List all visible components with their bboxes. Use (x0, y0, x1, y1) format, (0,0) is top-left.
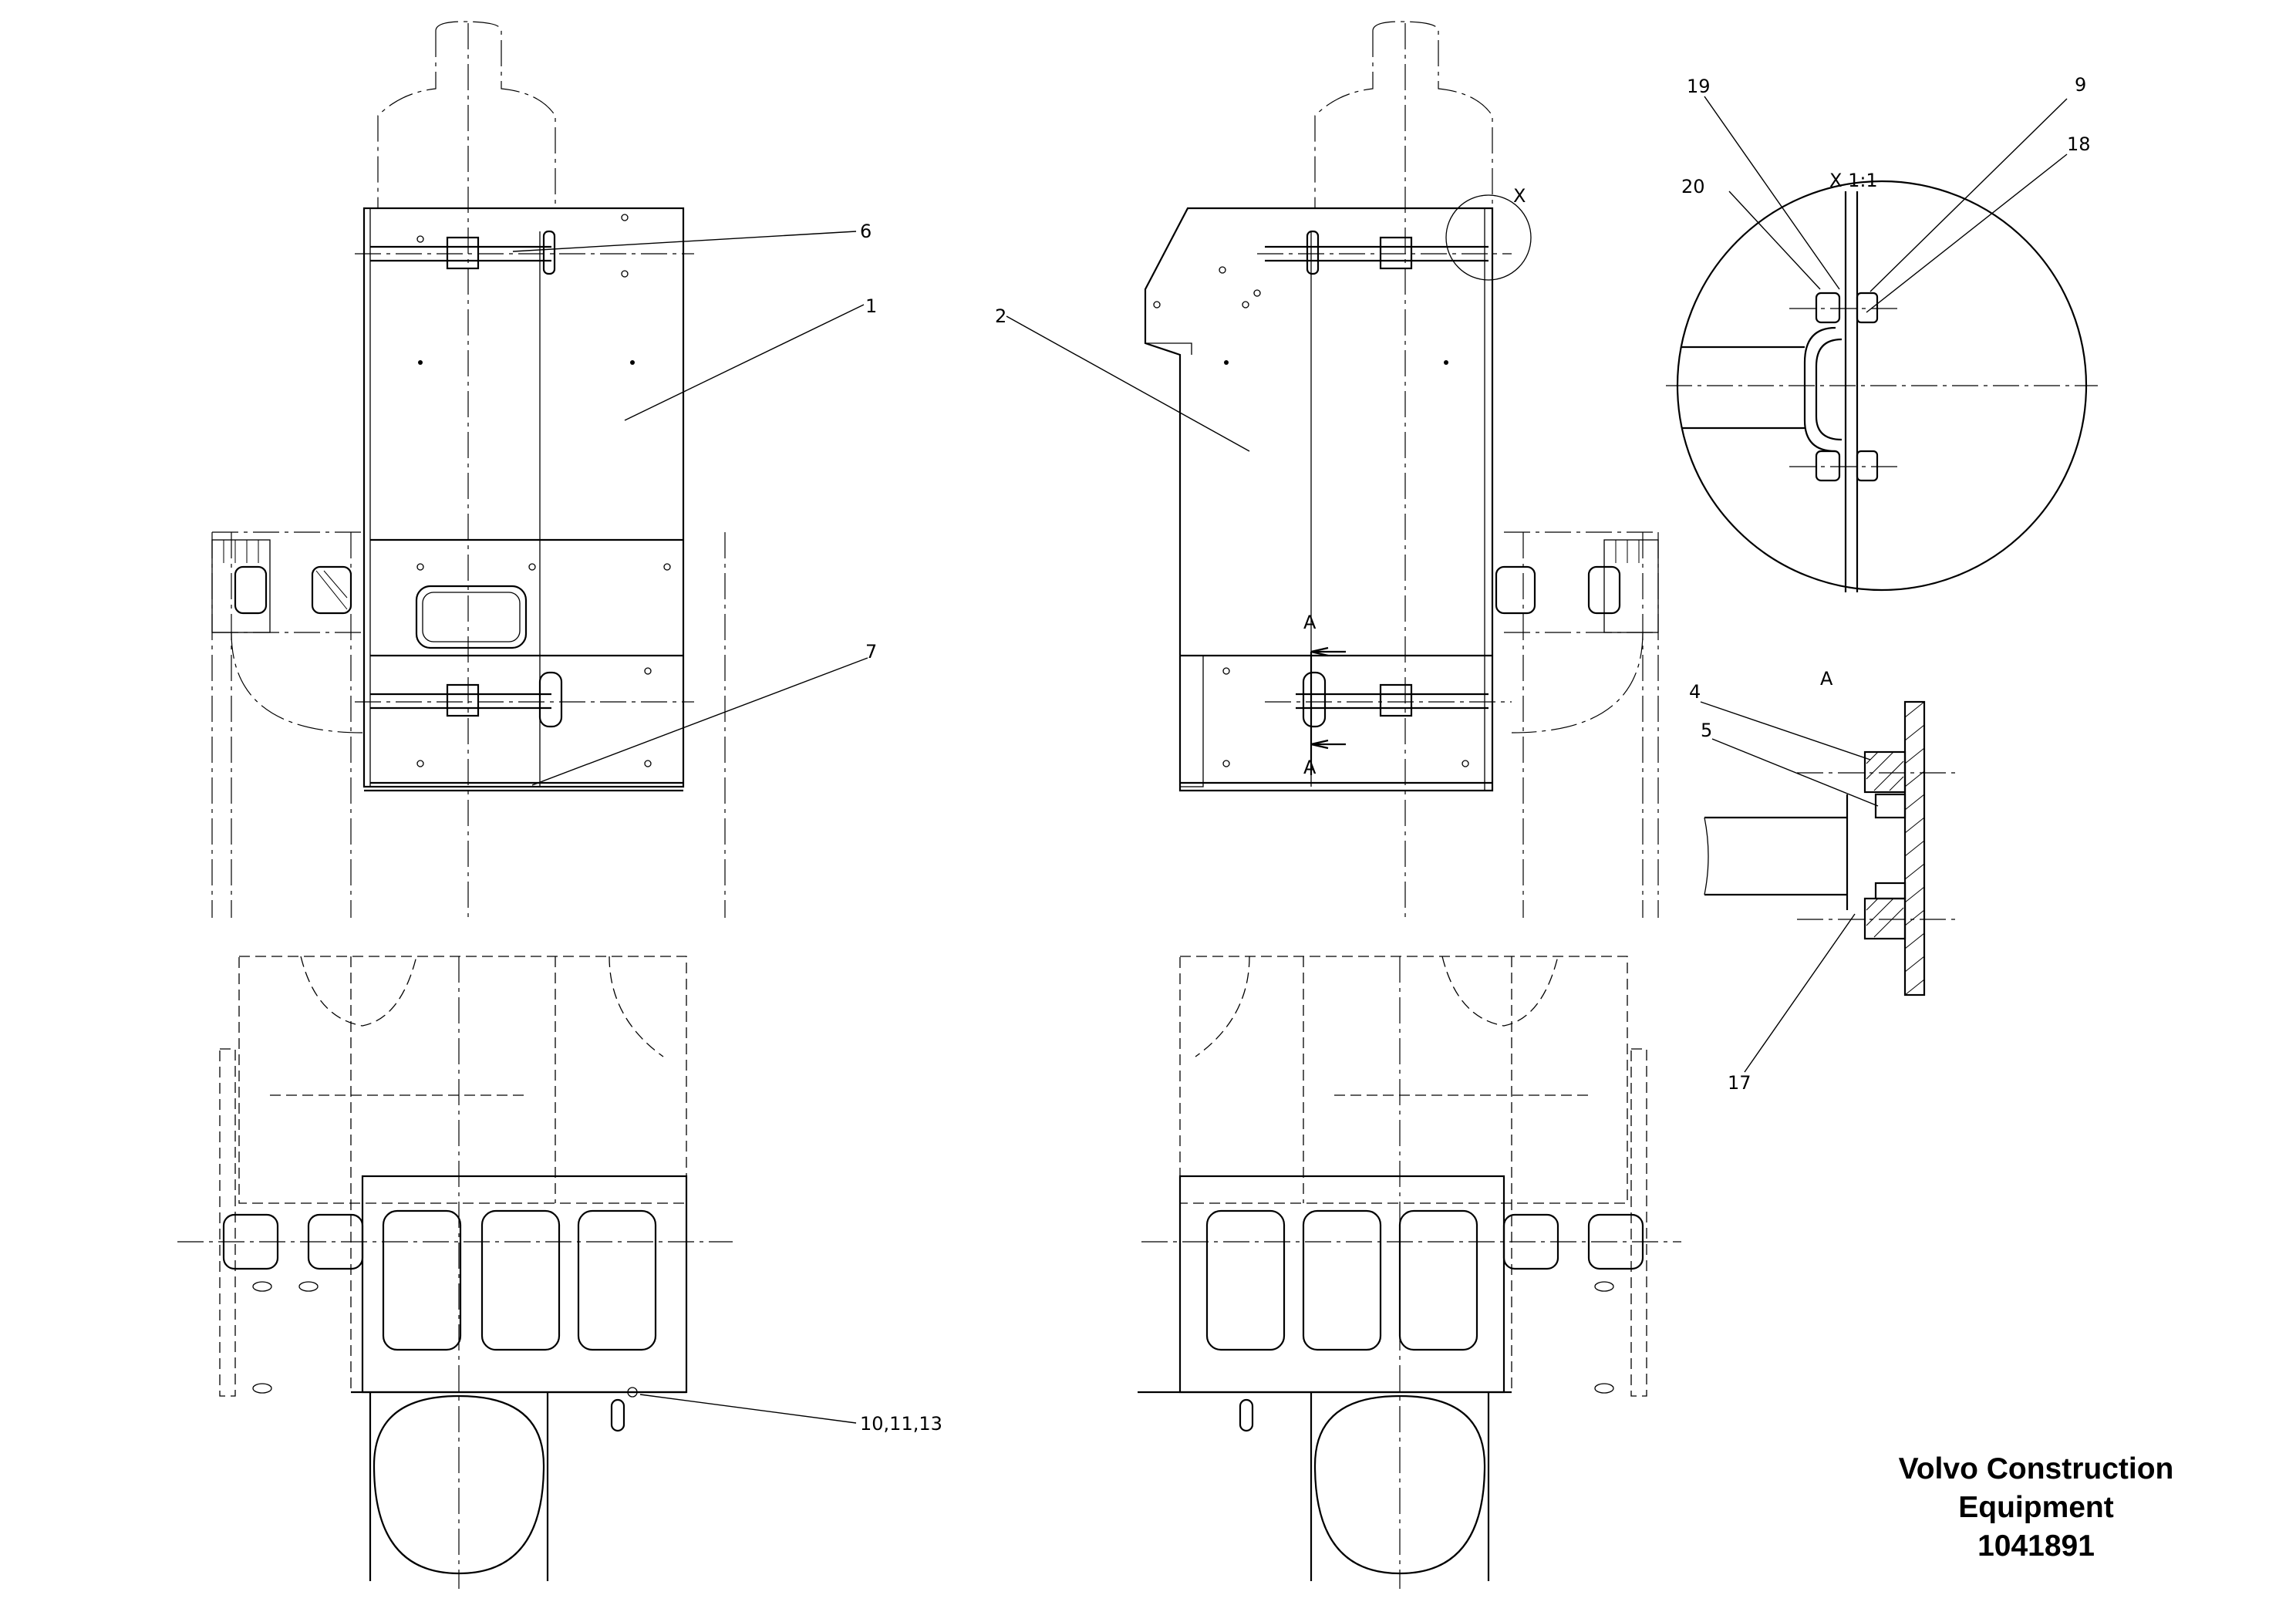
view-top-right (1138, 956, 1681, 1589)
detail-x-scale-label: X 1:1 (1829, 170, 1878, 191)
section-arrow-label-top: A (1303, 612, 1317, 633)
callout-5: 5 (1701, 720, 1712, 741)
callout-9: 9 (2075, 74, 2086, 96)
section-arrow-label-bottom: A (1303, 757, 1317, 778)
drawing-number: 1041891 (1977, 1529, 2095, 1563)
callout-20: 20 (1681, 176, 1705, 197)
company-name-line2: Equipment (1958, 1491, 2114, 1524)
callout-2: 2 (995, 305, 1006, 327)
detail-labels: X X 1:1 A A A (1303, 170, 1878, 778)
title-block: Volvo Construction Equipment 1041891 (1866, 1450, 2206, 1566)
view-front-right (1144, 21, 1659, 918)
section-a-view (1704, 700, 1959, 996)
company-name-line1: Volvo Construction (1898, 1452, 2174, 1485)
callout-19: 19 (1687, 76, 1711, 97)
leader-lines (512, 96, 2068, 1424)
detail-x-view (1666, 180, 2098, 592)
detail-x-marker: X (1513, 185, 1526, 207)
view-top-left (177, 956, 733, 1589)
callout-numbers: 1 2 4 5 6 7 9 10,11,13 17 18 19 20 (860, 74, 2091, 1435)
callout-17: 17 (1728, 1072, 1752, 1094)
callout-18: 18 (2067, 133, 2091, 155)
callout-10-11-13: 10,11,13 (860, 1413, 942, 1435)
view-front-left (211, 21, 726, 918)
callout-4: 4 (1689, 681, 1701, 703)
callout-7: 7 (865, 641, 877, 663)
callout-6: 6 (860, 221, 872, 242)
callout-1: 1 (865, 295, 877, 317)
section-a-title: A (1820, 668, 1833, 690)
